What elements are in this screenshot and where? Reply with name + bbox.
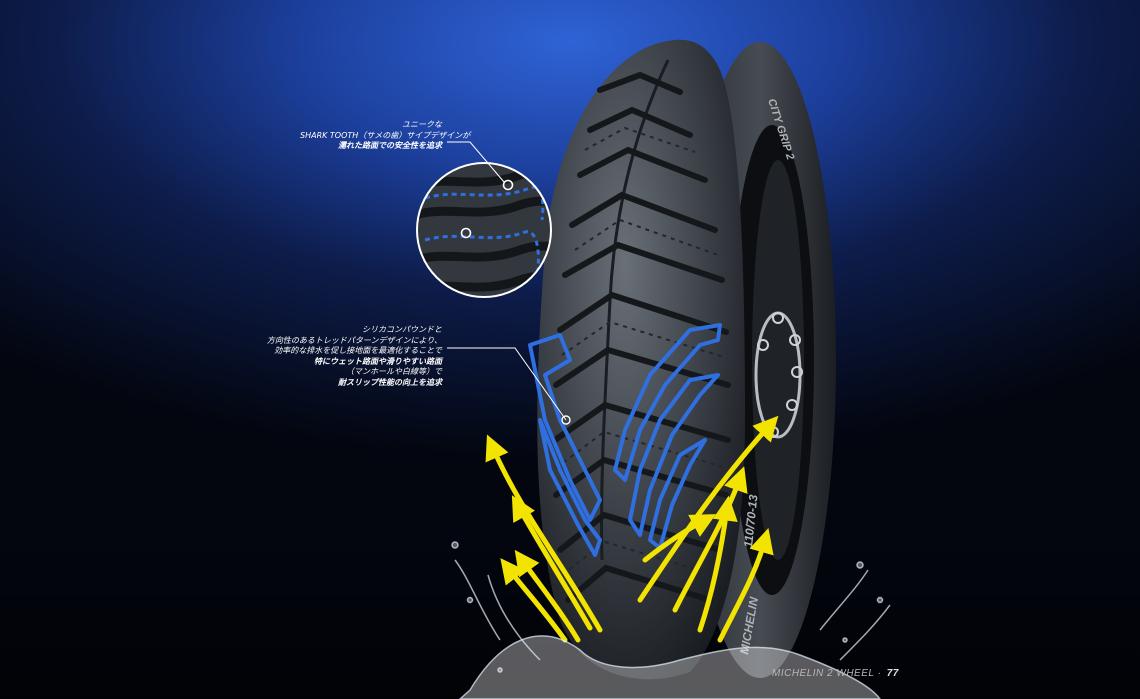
water-arrow [672, 466, 748, 613]
callout-line: SHARK TOOTH（サメの歯）サイプデザインが [300, 130, 471, 140]
callout-line: 特にウェット路面や滑りやすい路面 [314, 356, 442, 366]
water-splash [451, 541, 891, 699]
water-arrow [697, 495, 738, 633]
water-arrow [642, 514, 717, 563]
page-number: 77 [886, 668, 899, 679]
water-arrow [485, 434, 603, 633]
callout-line: （マンホールや白線等）で [346, 367, 442, 376]
callout-line: 効率的な排水を促し接地面を最適化することで [274, 346, 442, 355]
callout-line: 濡れた路面での安全性を追求 [338, 141, 442, 150]
water-arrow [514, 549, 581, 643]
callout-shark-tooth: ユニークな SHARK TOOTH（サメの歯）サイプデザインが 濡れた路面での安… [300, 120, 471, 152]
water-arrow [500, 558, 568, 643]
water-arrow [637, 415, 779, 603]
callout-line: 方向性のあるトレッドパターンデザインにより、 [266, 335, 442, 345]
water-arrow [511, 495, 593, 631]
callout-line: シリカコンパウンドと [362, 325, 442, 334]
tread-highlight [528, 323, 722, 557]
water-flow-arrows [485, 415, 779, 643]
callout-line: 耐スリップ性能の向上を追求 [338, 377, 442, 387]
zoom-detail [416, 162, 552, 298]
footer-text: MICHELIN 2 WHEEL [772, 668, 875, 679]
callout-line: ユニークな [402, 120, 442, 129]
callout-silica-compound: シリカコンパウンドと 方向性のあるトレッドパターンデザインにより、 効率的な排水… [250, 325, 442, 388]
callout-leaders [447, 141, 571, 425]
page-footer: MICHELIN 2 WHEEL · 77 [772, 668, 899, 679]
water-arrow [717, 527, 774, 643]
